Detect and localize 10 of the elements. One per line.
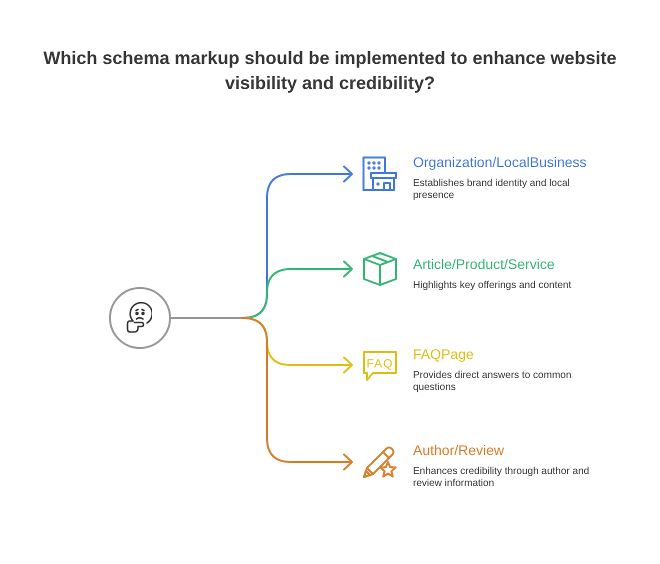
option-description: Highlights key offerings and content <box>413 280 572 292</box>
option-title: FAQPage <box>413 346 474 363</box>
option-description: Establishes brand identity and local presence <box>413 178 571 202</box>
option-title: Article/Product/Service <box>413 256 555 273</box>
option-title: Organization/LocalBusiness <box>413 154 587 171</box>
option-description: Provides direct answers to common questions <box>413 370 572 394</box>
option-description: Enhances credibility through author and review information <box>413 466 590 490</box>
speech-bubble: FAQ <box>362 350 398 382</box>
diagram-title: Which schema markup should be implemented to enhance website visibility and credibility? <box>42 47 618 95</box>
option-title: Author/Review <box>413 442 504 459</box>
